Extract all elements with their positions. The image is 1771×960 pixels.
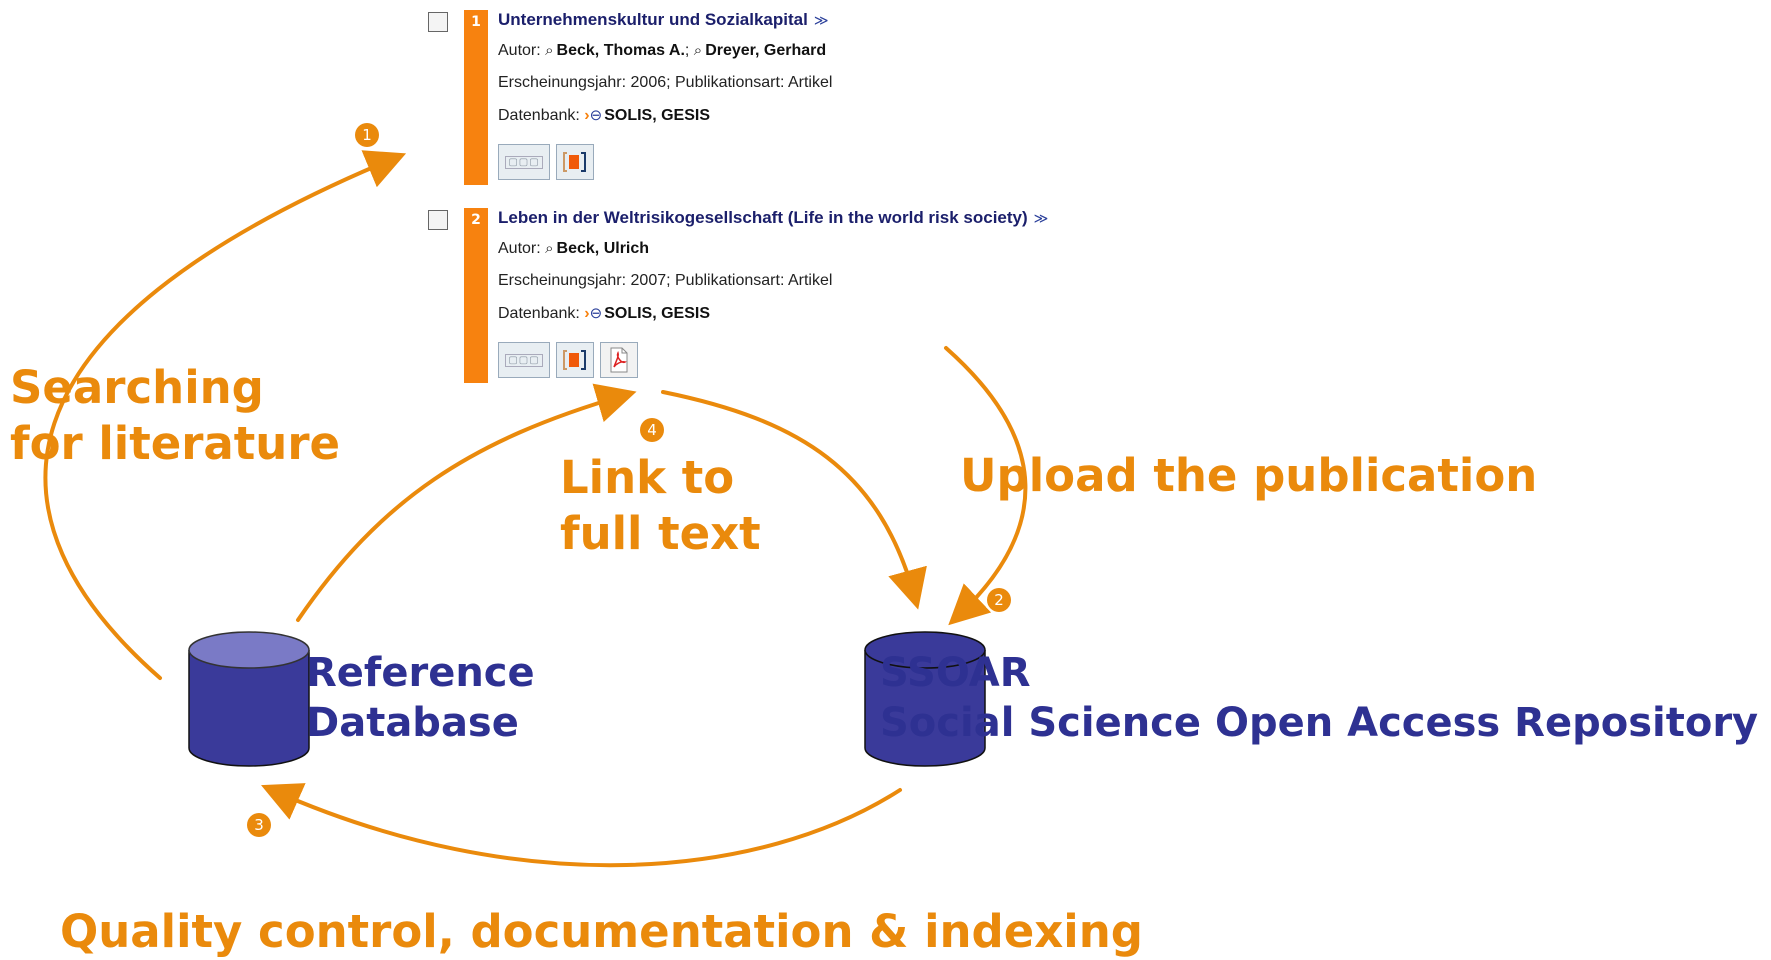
pdf-icon xyxy=(610,347,628,373)
result-rank-bar xyxy=(464,208,488,383)
publication-info: Erscheinungsjahr: 2007; Publikationsart:… xyxy=(498,272,833,289)
database-icon: ⊖ xyxy=(589,305,603,322)
ssoar-label: SSOAR Social Science Open Access Reposit… xyxy=(880,650,1759,746)
database-link[interactable]: SOLIS, GESIS xyxy=(604,107,711,124)
arrow-upload xyxy=(944,346,1028,626)
step-badge-2: 2 xyxy=(987,588,1011,612)
author-prefix: Autor: xyxy=(498,240,541,257)
result-checkbox[interactable] xyxy=(428,210,448,230)
search-icon[interactable]: ⌕ xyxy=(693,42,703,59)
db-prefix: Datenbank: xyxy=(498,305,580,322)
arrow-searching xyxy=(43,150,407,680)
db-prefix: Datenbank: xyxy=(498,107,580,124)
export-button[interactable] xyxy=(556,144,594,180)
availability-button[interactable]: ▢▢▢ xyxy=(498,144,550,180)
publication-info: Erscheinungsjahr: 2006; Publikationsart:… xyxy=(498,74,833,91)
chevron-right-icon: › xyxy=(584,305,590,322)
placeholder-icon: ▢▢▢ xyxy=(505,353,543,367)
availability-button[interactable]: ▢▢▢ xyxy=(498,342,550,378)
search-icon[interactable]: ⌕ xyxy=(545,42,554,59)
arrow-reference-to-fulltext xyxy=(296,383,637,622)
expand-icon[interactable]: ≫ xyxy=(1033,210,1049,226)
link-full-text-label: Link to full text xyxy=(560,451,761,560)
bracket-icon xyxy=(563,152,586,172)
database-link[interactable]: SOLIS, GESIS xyxy=(604,305,711,322)
arrow-quality xyxy=(261,783,902,868)
database-icon: ⊖ xyxy=(589,107,603,124)
author-link[interactable]: Beck, Ulrich xyxy=(556,240,650,257)
search-icon[interactable]: ⌕ xyxy=(545,240,554,257)
author-prefix: Autor: xyxy=(498,42,541,59)
result-number: 1 xyxy=(471,14,481,30)
step-badge-4: 4 xyxy=(640,418,664,442)
fulltext-pdf-button[interactable] xyxy=(600,342,638,378)
placeholder-icon: ▢▢▢ xyxy=(505,155,543,169)
upload-label: Upload the publication xyxy=(960,449,1538,502)
reference-database-label: Reference Database xyxy=(306,650,535,746)
result-title[interactable]: Leben in der Weltrisikogesellschaft (Lif… xyxy=(498,208,1028,227)
bracket-icon xyxy=(563,350,586,370)
result-body: Leben in der Weltrisikogesellschaft (Lif… xyxy=(498,208,1398,378)
ssoar-database-icon xyxy=(864,631,986,767)
expand-icon[interactable]: ≫ xyxy=(813,12,829,28)
result-rank-bar xyxy=(464,10,488,185)
result-body: Unternehmenskultur und Sozialkapital ≫ Au… xyxy=(498,10,1398,180)
step-badge-1: 1 xyxy=(355,123,379,147)
chevron-right-icon: › xyxy=(584,107,590,124)
step-badge-3: 3 xyxy=(247,813,271,837)
result-number: 2 xyxy=(471,212,481,228)
result-checkbox[interactable] xyxy=(428,12,448,32)
reference-database-icon xyxy=(188,631,310,767)
export-button[interactable] xyxy=(556,342,594,378)
result-title[interactable]: Unternehmenskultur und Sozialkapital xyxy=(498,10,808,29)
author-link[interactable]: Dreyer, Gerhard xyxy=(705,42,827,59)
author-link[interactable]: Beck, Thomas A. xyxy=(556,42,685,59)
arrow-fulltext-to-ssoar xyxy=(661,390,927,610)
searching-label: Searching for literature xyxy=(10,361,341,470)
quality-label: Quality control, documentation & indexin… xyxy=(60,905,1143,958)
